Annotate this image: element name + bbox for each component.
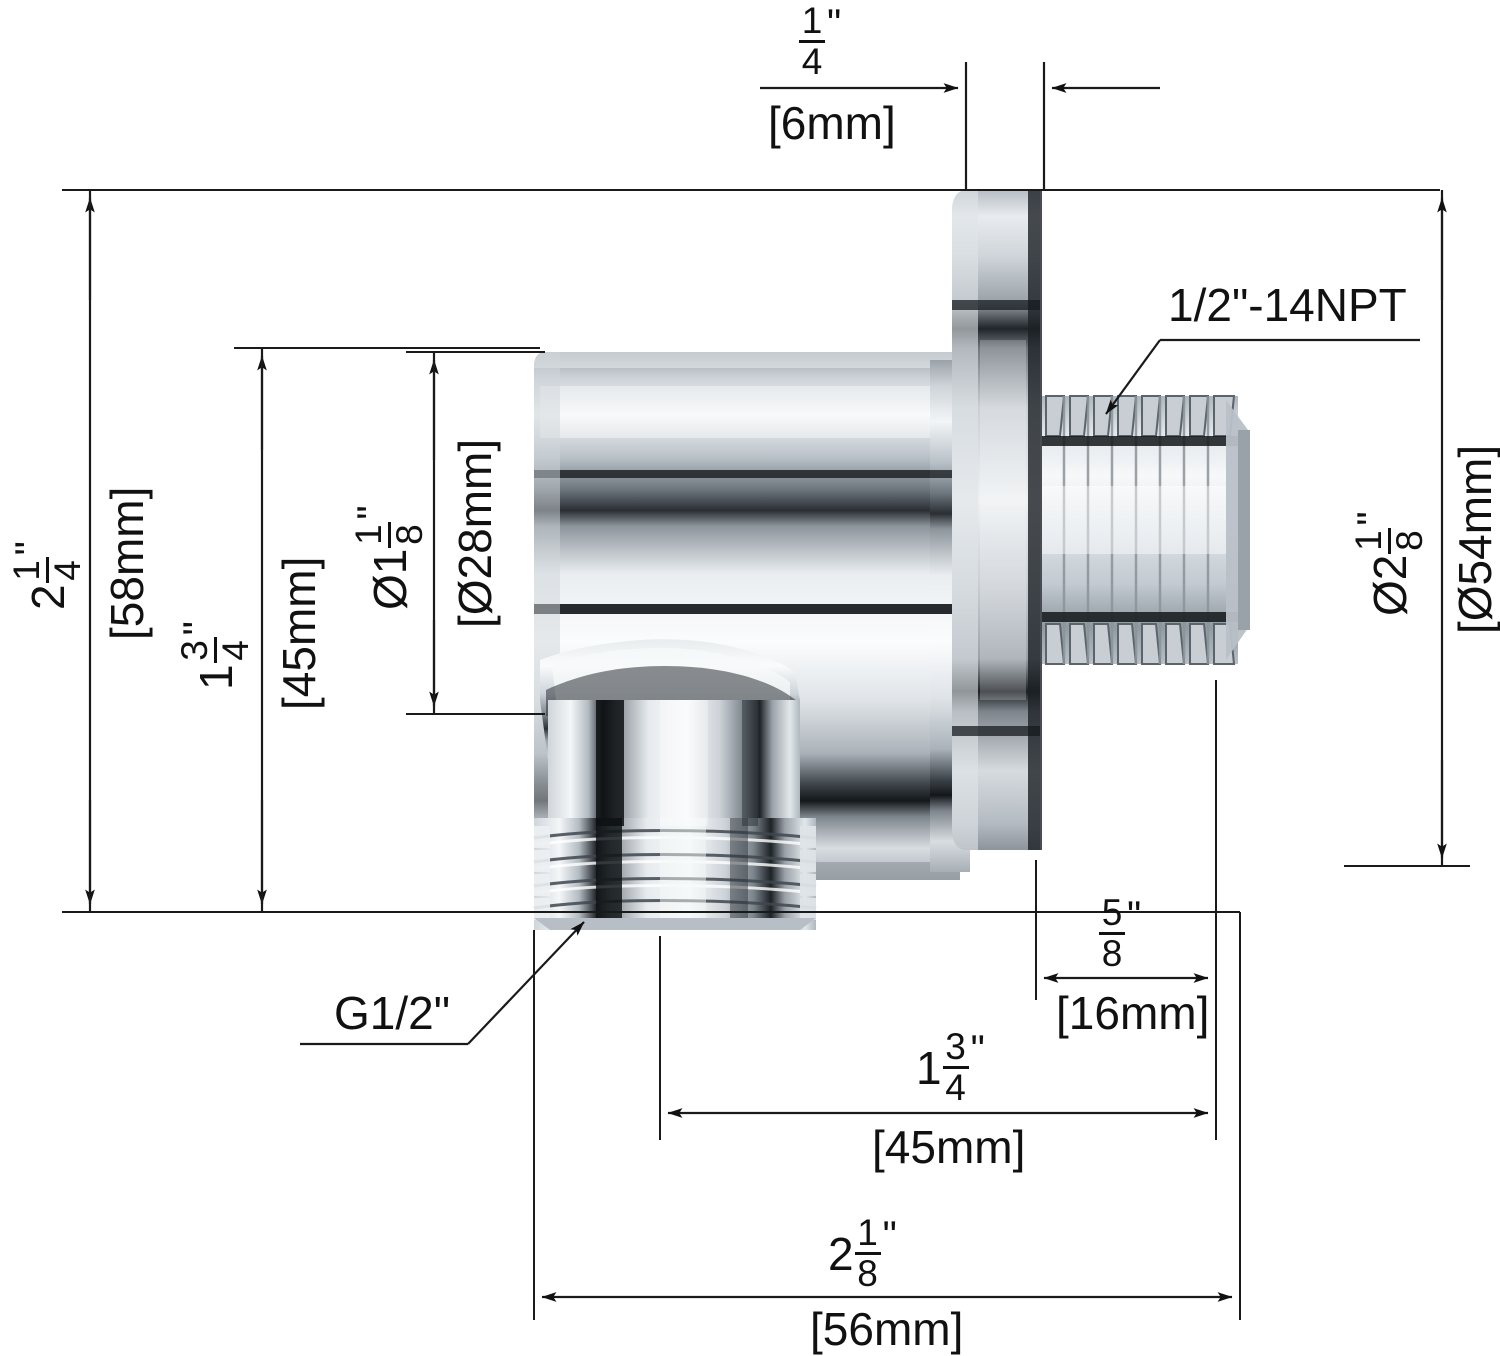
dim-label-body-height-inch: 1 3 4 " [174,621,257,690]
dim-label-overall-height-inch: 2 1 4 " [6,541,89,610]
dim-label-flange-diameter-inch: Ø 2 1 8 " [1348,511,1431,616]
diameter-symbol: Ø [363,574,416,610]
npt-thread [1042,395,1250,665]
fraction-whole: 1 [189,664,242,690]
fraction-whole: 2 [21,584,74,610]
fraction-denominator: 8 [1389,530,1431,551]
fraction-numerator: 1 [348,524,389,545]
dim-label-overall-height-mm: [58mm] [101,486,153,640]
dim-label-body-diameter-mm: [Ø28mm] [449,438,501,628]
fraction-denominator: 8 [1101,933,1123,975]
fraction-denominator: 4 [47,560,89,581]
callout-label-npt: 1/2"-14NPT [1168,279,1407,331]
inch-mark: " [827,2,842,46]
dim-label-outlet-to-wall-mm: [45mm] [872,1121,1026,1173]
fraction-whole: 1 [363,548,416,575]
fraction-whole: 2 [828,1227,854,1280]
fraction-whole: 2 [1363,554,1416,581]
dim-label-body-height-mm: [45mm] [273,556,325,710]
dim-label-flange-thickness-mm: [6mm] [768,97,896,149]
dim-label-overall-depth-mm: [56mm] [810,1303,964,1355]
product-illustration [533,190,1250,930]
fraction-bar [854,1252,881,1256]
fraction-numerator: 1 [801,0,823,41]
leader-g12-arrow [467,921,585,1045]
fraction-numerator: 3 [945,1026,966,1067]
inch-mark: " [1127,894,1142,938]
fraction-bar [799,40,825,44]
dim-label-overall-depth-inch: 2 1 8 " [828,1212,897,1295]
fraction-numerator: 1 [857,1212,878,1253]
dim-label-thread-length-mm: [16mm] [1056,987,1210,1039]
inch-mark: " [882,1214,897,1258]
dim-label-flange-diameter-mm: [Ø54mm] [1449,444,1500,634]
dim-label-outlet-to-wall-inch: 1 3 4 " [916,1026,985,1109]
callout-label-g12: G1/2" [334,987,451,1039]
fraction-whole: 1 [916,1041,942,1094]
inch-mark: " [1350,511,1394,526]
wall-flange [952,190,1042,850]
inch-mark: " [970,1028,985,1072]
dim-label-thread-length-inch: 5 8 " [1098,892,1142,975]
inch-mark: " [176,621,220,636]
inch-mark: " [350,505,394,520]
fraction-denominator: 4 [945,1067,966,1109]
fraction-denominator: 8 [389,524,431,545]
g12-threads [533,818,817,930]
dim-label-body-diameter-inch: Ø 1 1 8 " [348,505,431,610]
diameter-symbol: Ø [1363,580,1416,616]
fraction-numerator: 5 [1101,892,1123,933]
dim-label-flange-thickness-inch: 1 4 " [798,0,842,83]
fraction-numerator: 1 [1348,530,1389,551]
inch-mark: " [8,541,52,556]
fraction-numerator: 1 [6,560,47,581]
fraction-denominator: 4 [801,41,823,83]
fraction-denominator: 8 [857,1253,878,1295]
fraction-numerator: 3 [174,640,215,661]
dimension-geometry [62,62,1470,1320]
bottom-outlet [533,700,817,930]
leader-npt-arrow [1105,339,1161,415]
fraction-bar [1099,932,1125,936]
fraction-bar [942,1066,969,1070]
fraction-denominator: 4 [215,640,257,661]
